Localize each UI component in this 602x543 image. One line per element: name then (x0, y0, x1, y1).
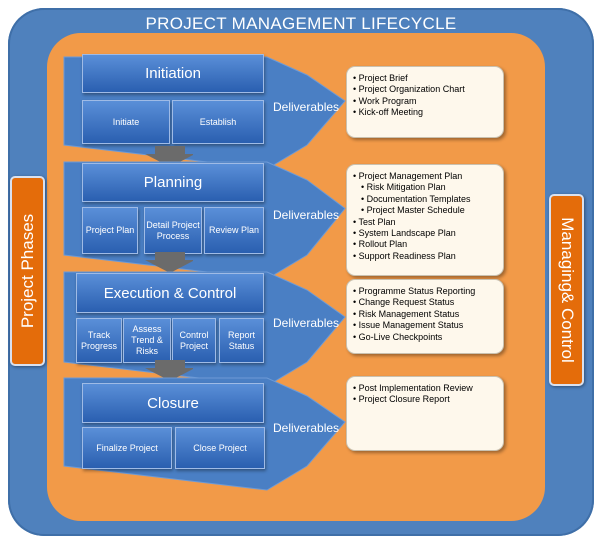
phase-step: Finalize Project (82, 427, 172, 469)
deliverables-label: Deliverables (273, 316, 340, 330)
deliverable-item: Risk Mitigation Plan (353, 182, 497, 193)
deliverable-item: Post Implementation Review (353, 383, 497, 394)
down-arrow-shape (145, 146, 193, 166)
deliverables-label: Deliverables (273, 100, 340, 114)
phase-step: Initiate (82, 100, 170, 144)
deliverables-box: Programme Status ReportingChange Request… (346, 279, 504, 354)
deliverables-box: Post Implementation ReviewProject Closur… (346, 376, 504, 451)
phase-title-initiation: Initiation (82, 54, 264, 93)
page-title: PROJECT MANAGEMENT LIFECYCLE (145, 14, 457, 33)
deliverable-item: Support Readiness Plan (353, 251, 497, 262)
down-arrow-icon (145, 360, 193, 380)
deliverable-item: Work Program (353, 96, 497, 107)
deliverables-box: Project BriefProject Organization ChartW… (346, 66, 504, 138)
deliverables-box: Project Management PlanRisk Mitigation P… (346, 164, 504, 276)
deliverable-item: Project Brief (353, 73, 497, 84)
deliverable-item: Issue Management Status (353, 320, 497, 331)
deliverable-item: Change Request Status (353, 297, 497, 308)
deliverable-item: Project Organization Chart (353, 84, 497, 95)
down-arrow-shape (145, 252, 193, 272)
phase-title-closure: Closure (82, 383, 264, 423)
managing-control-label-box: Managing& Control (549, 194, 584, 386)
deliverables-label: Deliverables (273, 207, 340, 222)
phase-title-execution-control: Execution & Control (76, 273, 264, 313)
deliverable-item: System Landscape Plan (353, 228, 497, 239)
phase-step: Establish (172, 100, 264, 144)
deliverable-item: Project Master Schedule (353, 205, 497, 216)
phase-step: Close Project (175, 427, 265, 469)
deliverable-item: Rollout Plan (353, 239, 497, 250)
down-arrow-icon (145, 252, 193, 272)
deliverable-item: Risk Management Status (353, 309, 497, 320)
phase-step: Project Plan (82, 207, 138, 254)
deliverable-item: Documentation Templates (353, 194, 497, 205)
phase-step: Assess Trend & Risks (123, 318, 171, 363)
phase-step: Control Project (172, 318, 216, 363)
phase-step: Report Status (219, 318, 264, 363)
deliverable-item: Test Plan (353, 217, 497, 228)
deliverable-item: Kick-off Meeting (353, 107, 497, 118)
deliverable-item: Programme Status Reporting (353, 286, 497, 297)
down-arrow-icon (145, 146, 193, 166)
deliverable-item: Project Management Plan (353, 171, 497, 182)
deliverable-item: Project Closure Report (353, 394, 497, 405)
phase-step: Track Progress (76, 318, 122, 363)
phase-title-planning: Planning (82, 163, 264, 202)
deliverables-label: Deliverables (273, 421, 340, 435)
deliverable-item: Go-Live Checkpoints (353, 332, 497, 343)
down-arrow-shape (145, 360, 193, 380)
project-phases-label-box: Project Phases (10, 176, 45, 366)
phase-step: Review Plan (204, 207, 264, 254)
